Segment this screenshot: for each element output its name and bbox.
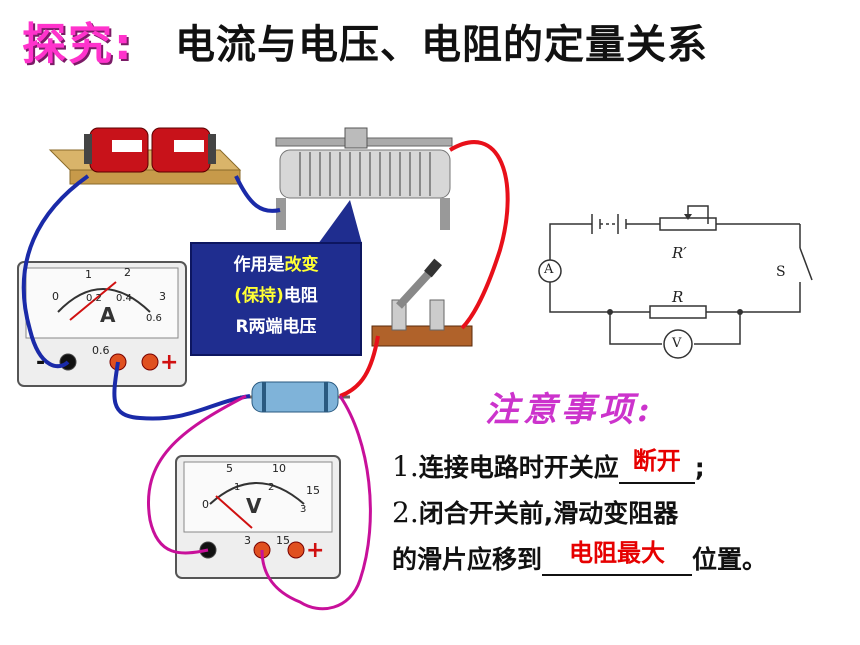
- knife-switch: [371, 258, 473, 347]
- battery-box: [48, 127, 242, 185]
- callout-line-2: (保持)电阻: [192, 281, 360, 312]
- callout-text: 电阻: [283, 286, 318, 306]
- voltmeter-tick-0: 0: [202, 498, 209, 511]
- circuit-resistor-label: R: [672, 288, 684, 306]
- note-item-3: 的滑片应移到电阻最大位置。: [392, 539, 768, 576]
- voltmeter-terminal-pos: +: [306, 538, 325, 563]
- note-text: 的滑片应移到: [392, 545, 543, 574]
- circuit-diagram: [538, 205, 813, 359]
- circuit-ammeter-symbol: A: [544, 262, 554, 277]
- callout-line-3: R两端电压: [235, 317, 317, 337]
- note-number: 2.: [392, 496, 419, 529]
- callout-highlight: 改变: [284, 255, 319, 275]
- ammeter-terminal-neg: -: [36, 350, 46, 375]
- ammeter-tick-02: 0.2: [86, 293, 102, 304]
- rheostat-callout: 作用是改变 (保持)电阻 R两端电压: [190, 242, 362, 356]
- voltmeter-tick-5: 5: [226, 462, 233, 475]
- voltmeter-unit: V: [246, 494, 262, 518]
- note-end: 位置。: [692, 545, 768, 574]
- note-text: 连接电路时开关应: [418, 453, 619, 482]
- ammeter-unit: A: [100, 303, 116, 327]
- note-item-2: 2.闭合开关前,滑动变阻器: [392, 494, 678, 530]
- ammeter-tick-top-1: 1: [85, 268, 92, 281]
- voltmeter-tick-2: 2: [268, 482, 275, 493]
- circuit-switch-label: S: [776, 264, 786, 280]
- ammeter-terminal-pos: +: [160, 350, 179, 375]
- circuit-rheostat-label: R′: [672, 244, 687, 262]
- voltmeter-tick-1: 1: [234, 482, 241, 493]
- title-prefix: 探究:: [22, 19, 134, 70]
- ammeter-tick-top-3: 3: [159, 290, 166, 303]
- callout-highlight: (保持): [234, 286, 284, 306]
- voltmeter-terminal-3: 3: [244, 534, 251, 547]
- voltmeter-tick-15: 15: [306, 484, 320, 497]
- page-title: 电流与电压、电阻的定量关系: [175, 22, 708, 68]
- rheostat: [275, 127, 453, 230]
- ammeter-terminal-mid: 0.6: [92, 344, 110, 357]
- voltmeter-terminal-15: 15: [276, 534, 290, 547]
- ammeter-tick-06: 0.6: [146, 313, 162, 324]
- circuit-voltmeter-symbol: V: [672, 336, 682, 351]
- note-text: 闭合开关前,滑动变阻器: [418, 499, 679, 528]
- notes-title: 注意事项:: [485, 390, 654, 430]
- answer-text: 电阻最大: [569, 539, 666, 567]
- note-item-1: 1.连接电路时开关应断开;: [392, 447, 705, 484]
- ammeter-tick-04: 0.4: [116, 293, 132, 304]
- callout-text: 作用是: [233, 255, 285, 275]
- answer-blank: 断开: [618, 447, 695, 484]
- ammeter-tick-top-2: 2: [124, 266, 131, 279]
- answer-blank: 电阻最大: [542, 539, 693, 576]
- voltmeter: [175, 455, 341, 579]
- note-end: ;: [694, 453, 705, 482]
- answer-text: 断开: [632, 447, 681, 475]
- note-number: 1.: [392, 450, 419, 483]
- fixed-resistor: [240, 381, 350, 413]
- ammeter-tick-0: 0: [52, 290, 59, 303]
- voltmeter-tick-3: 3: [300, 504, 307, 515]
- callout-line-1: 作用是改变: [192, 250, 360, 281]
- voltmeter-tick-10: 10: [272, 462, 286, 475]
